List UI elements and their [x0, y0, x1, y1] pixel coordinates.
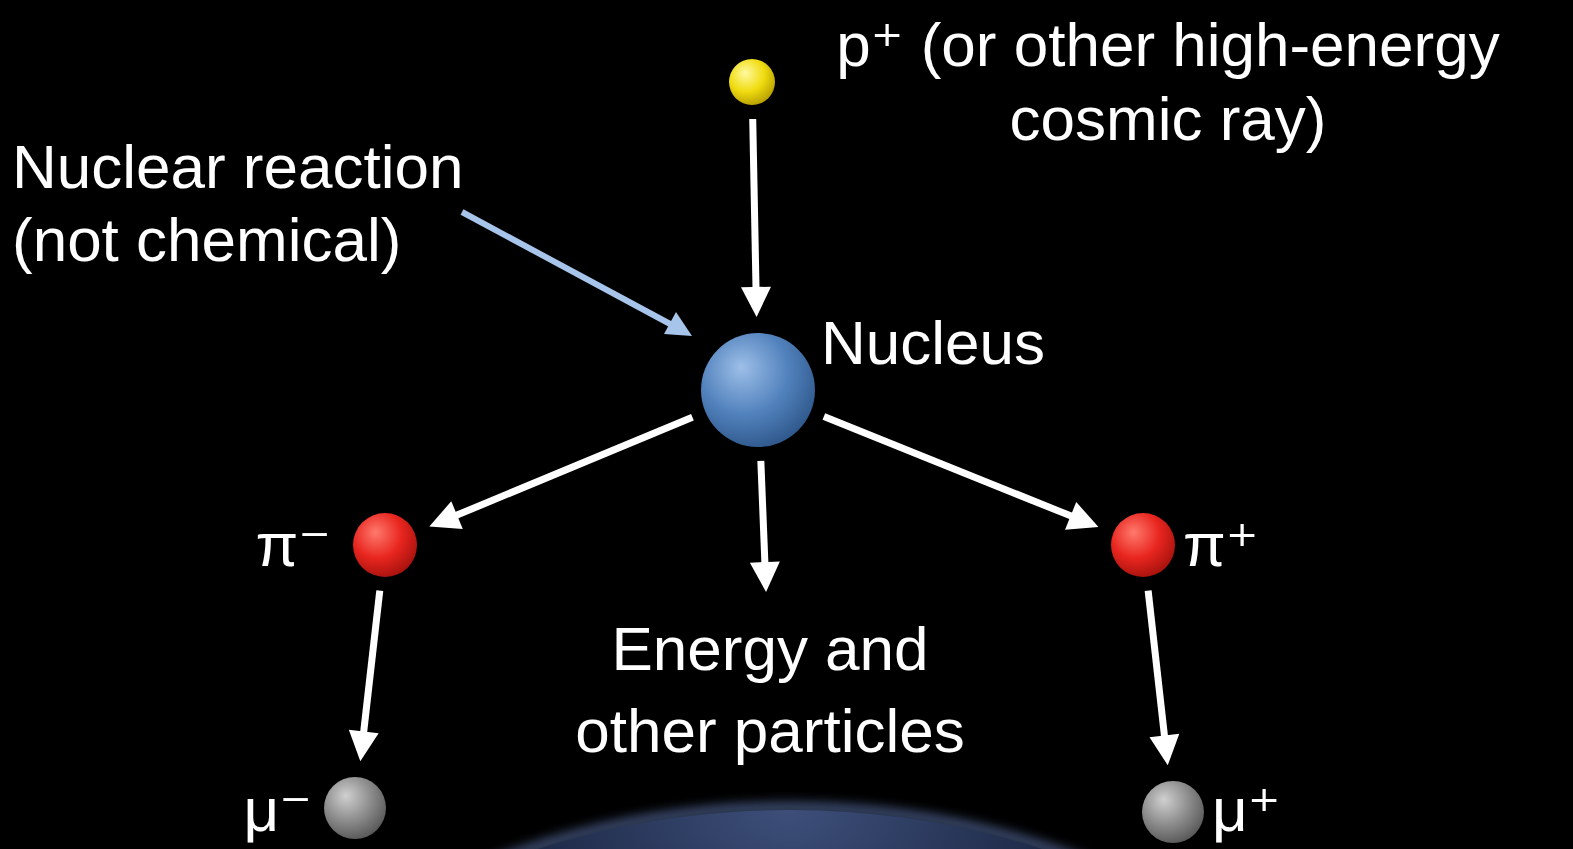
pion-circle: π⁺ — [1111, 513, 1175, 577]
arrow-connector — [750, 461, 780, 592]
pion-circle: π⁻ — [353, 513, 417, 577]
particle-circle — [1142, 781, 1204, 843]
node-label: π⁻ — [255, 514, 331, 576]
nucleus-circle: Nucleus — [701, 333, 815, 447]
node-label: Energy and other particles — [540, 608, 1000, 773]
muon-circle: μ⁻ — [324, 777, 386, 839]
particle-circle — [729, 59, 775, 105]
leader-arrowhead — [664, 312, 692, 336]
node-label: π⁺ — [1183, 514, 1259, 576]
arrow-connector — [824, 417, 1099, 530]
arrow-connector — [429, 417, 692, 529]
particle-circle — [1111, 513, 1175, 577]
node-label: Nucleus — [821, 312, 1045, 374]
arrow-connector — [1148, 591, 1179, 766]
particle-circle — [324, 777, 386, 839]
node-label: p⁺ (or other high-energy cosmic ray) — [783, 8, 1553, 157]
arrow-connector — [349, 591, 380, 762]
arrow-connector — [741, 119, 771, 317]
energy-text-node: Energy and other particles — [540, 608, 1000, 773]
leader-line — [462, 212, 672, 325]
particle-circle — [353, 513, 417, 577]
particle-circle — [701, 333, 815, 447]
proton-circle: p⁺ (or other high-energy cosmic ray) — [729, 59, 775, 105]
node-label: μ⁻ — [244, 779, 312, 841]
muon-circle: μ⁺ — [1142, 781, 1204, 843]
callout-label: Nuclear reaction (not chemical) — [12, 130, 482, 276]
node-label: μ⁺ — [1212, 779, 1280, 841]
